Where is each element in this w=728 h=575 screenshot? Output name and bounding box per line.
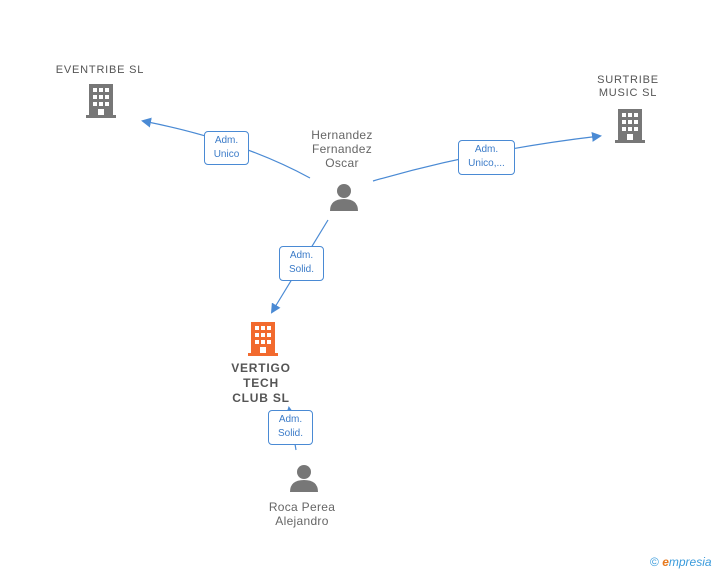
edge-tag-hernandez-surtribe: Adm. Unico,... [458,140,515,175]
person-icon-hernandez[interactable] [330,184,358,211]
node-label-surtribe[interactable]: SURTRIBE MUSIC SL [597,74,659,99]
brand-initial: e [662,555,669,569]
copyright-icon: © [650,555,659,569]
node-label-eventribe[interactable]: EVENTRIBE SL [55,64,145,76]
edge-tag-hernandez-eventribe: Adm. Unico [204,131,249,165]
building-icon-surtribe[interactable] [615,109,645,143]
building-icon-vertigo[interactable] [248,322,278,356]
node-label-vertigo[interactable]: VERTIGO TECH CLUB SL [231,361,291,405]
brand-name: mpresia [668,555,712,569]
person-icon-roca[interactable] [290,465,318,492]
building-icon-eventribe[interactable] [86,84,116,118]
edge-tag-roca-vertigo: Adm. Solid. [268,410,313,445]
brand-logo[interactable]: © empresia [650,555,712,569]
edge-tag-hernandez-vertigo: Adm. Solid. [279,246,324,281]
node-label-hernandez[interactable]: Hernandez Fernandez Oscar [311,128,373,170]
node-label-roca[interactable]: Roca Perea Alejandro [268,500,336,528]
